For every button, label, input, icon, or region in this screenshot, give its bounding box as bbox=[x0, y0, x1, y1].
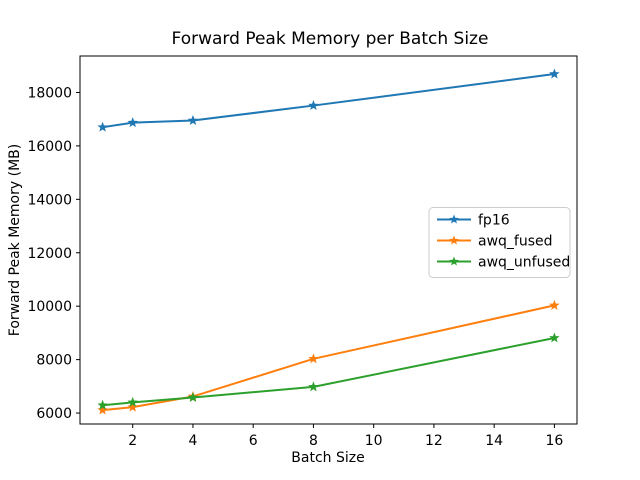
legend-item-awq_fused: awq_fused bbox=[437, 234, 553, 250]
legend-frame bbox=[428, 207, 571, 278]
chart-title: Forward Peak Memory per Batch Size bbox=[172, 29, 489, 49]
legend-label: fp16 bbox=[478, 213, 510, 229]
series-marker-awq_fused bbox=[549, 299, 560, 310]
x-axis-tick-label: 8 bbox=[309, 433, 318, 449]
x-axis-tick-label: 6 bbox=[249, 433, 258, 449]
x-axis-tick-label: 2 bbox=[128, 433, 137, 449]
series-marker-fp16 bbox=[97, 121, 108, 132]
legend-item-fp16: fp16 bbox=[437, 213, 510, 229]
legend-star-marker bbox=[449, 214, 459, 224]
series-marker-awq_unfused bbox=[549, 332, 560, 343]
series-marker-fp16 bbox=[187, 115, 199, 125]
series-marker-awq_unfused bbox=[97, 399, 108, 410]
legend: fp16 awq_fused awq_unfused bbox=[428, 207, 571, 278]
series-marker-awq_unfused bbox=[127, 396, 138, 407]
legend-item-awq_unfused: awq_unfused bbox=[437, 255, 570, 271]
x-axis-tick-label: 16 bbox=[545, 433, 563, 449]
legend-star-marker bbox=[449, 235, 459, 245]
y-axis-tick-label: 16000 bbox=[27, 139, 72, 155]
axes-spines bbox=[79, 55, 578, 425]
series-line-awq_fused bbox=[102, 304, 555, 412]
series-marker-awq_fused bbox=[97, 404, 108, 415]
y-axis-tick-label: 12000 bbox=[27, 246, 72, 262]
plot-area: 2 4 6 8 10 12 14 16 6000 8000 10000 12000 14000 16000… bbox=[27, 55, 578, 449]
series-line-awq_unfused bbox=[102, 336, 555, 407]
legend-label: awq_fused bbox=[478, 234, 553, 250]
series-marker-fp16 bbox=[308, 100, 319, 111]
legend-label: awq_unfused bbox=[478, 255, 570, 271]
series-marker-awq_unfused bbox=[187, 392, 199, 402]
series-line-fp16 bbox=[102, 73, 555, 129]
series-marker-awq_fused bbox=[308, 353, 319, 364]
x-axis-tick-label: 12 bbox=[425, 433, 443, 449]
y-axis-tick-label: 6000 bbox=[36, 406, 72, 422]
series-marker-fp16 bbox=[127, 117, 138, 128]
x-axis-label: Batch Size bbox=[291, 450, 364, 466]
series-marker-awq_unfused bbox=[308, 381, 319, 392]
legend-star-marker bbox=[449, 256, 459, 266]
x-axis-tick-label: 4 bbox=[188, 433, 197, 449]
series-marker-awq_fused bbox=[127, 401, 138, 412]
y-axis-label: Forward Peak Memory (MB) bbox=[7, 144, 23, 336]
series-marker-fp16 bbox=[549, 68, 560, 79]
y-axis-tick-label: 18000 bbox=[27, 85, 72, 101]
y-axis-tick-label: 14000 bbox=[27, 192, 72, 208]
y-axis-tick-label: 8000 bbox=[36, 353, 72, 369]
y-axis-tick-label: 10000 bbox=[27, 299, 72, 315]
x-axis-tick-label: 10 bbox=[365, 433, 383, 449]
x-axis-tick-label: 14 bbox=[485, 433, 503, 449]
